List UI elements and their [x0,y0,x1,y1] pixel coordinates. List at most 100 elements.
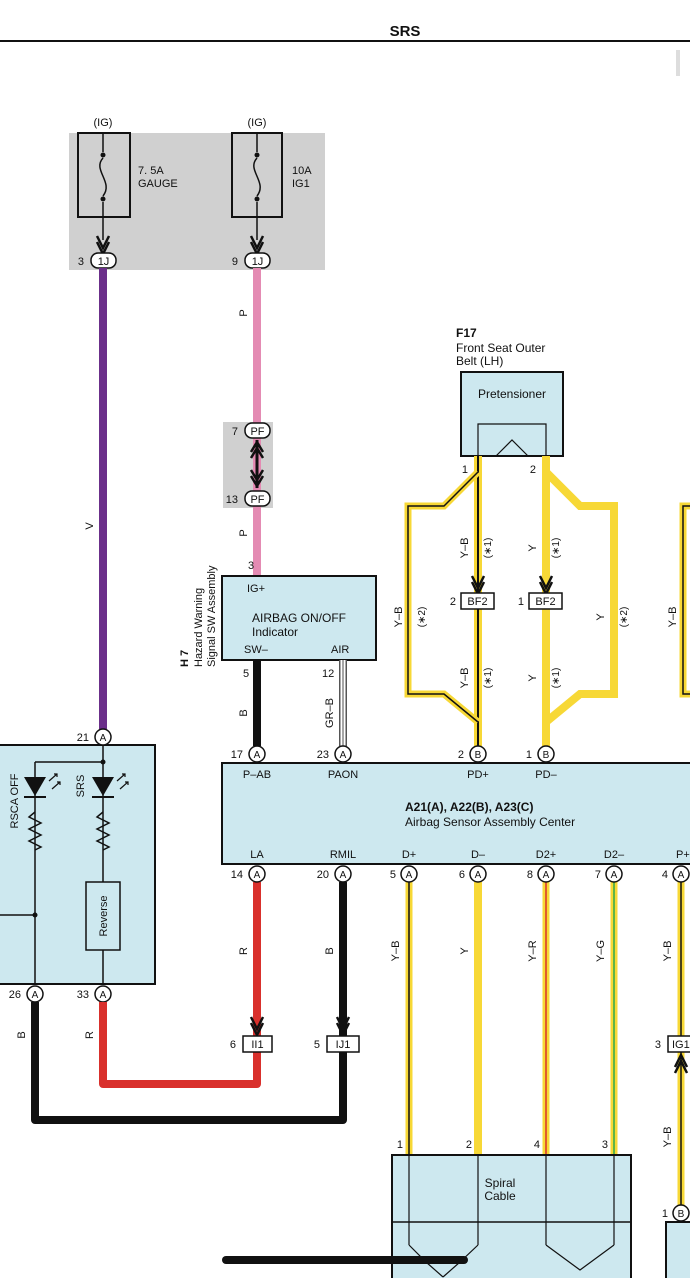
connector-label: A [543,870,550,881]
led-icon [24,777,46,796]
led-icon [92,777,114,796]
device-label: Cable [484,1189,516,1203]
connector-label: A [475,870,482,881]
pin-number: 20 [317,869,329,881]
fuse-supply-label: (IG) [248,117,267,129]
wire-red-la [99,1002,261,1088]
connector-label: BF2 [467,596,487,608]
pin-label: SW– [244,644,269,656]
connector-label: A [340,870,347,881]
pin-circle [334,745,352,763]
a21-bottom-pins: LA 14 A RMIL 20 A D+ 5 A D– 6 A D2+ 8 A … [231,849,690,883]
wire-yellow-alt [543,469,618,726]
wire-color-label: Y–B [667,607,679,628]
fuse-supply-label: (IG) [94,117,113,129]
pin-number: 5 [390,869,396,881]
pin-number: 6 [230,1039,236,1051]
fuse-block-area [69,133,325,270]
pin-circle [94,728,112,746]
connector-ig1 [667,1035,690,1053]
connector-bf2 [460,592,495,610]
partial-component [665,1221,690,1278]
arrow-up-icon [249,439,265,459]
wire-color-label: V [84,522,96,530]
connector-pf [244,422,271,439]
wire-color-label: Y–R [527,940,539,961]
connector-label: A [254,750,261,761]
pretensioner-symbol [477,423,547,457]
connector-label: IG1 [672,1039,690,1051]
pin-number: 7 [595,869,601,881]
home-indicator[interactable] [222,1256,468,1264]
wire-color-label: Y–B [393,607,405,628]
fuse-gauge: (IG) 7. 5A GAUGE [77,117,178,240]
connector-label: A [100,990,107,1001]
component-title: A21(A), A22(B), A23(C) [405,800,533,814]
fuse-ig1: (IG) 10A IG1 [231,117,312,240]
pin-number: 3 [602,1139,608,1151]
device-label: Spiral [485,1176,516,1190]
pin-circle [248,745,266,763]
pin-number: 21 [77,732,89,744]
pin-number: 3 [78,256,84,268]
note-ref: (∗1) [483,668,494,689]
component-title: Hazard Warning [193,588,205,667]
pin-number: 2 [530,464,536,476]
connector-label: A [406,870,413,881]
pin-number: 12 [322,668,334,680]
fuse-icon [99,157,107,197]
pin-circle [469,745,487,763]
connector-label: 1J [252,256,264,268]
pin-label: D2– [604,849,625,861]
component-title: Airbag Sensor Assembly Center [405,815,575,829]
connector-label: B [475,750,482,761]
pin-label: AIR [331,644,349,656]
component-title: Signal SW Assembly [206,565,218,667]
pin-label: D+ [402,849,416,861]
connector-label: PF [250,494,264,506]
pin-number: 2 [458,749,464,761]
pin-number: 5 [243,668,249,680]
pin-number: 26 [9,989,21,1001]
component-title: Belt (LH) [456,354,503,368]
gauge-panel: Reverse RSCA OFF SRS [0,744,156,985]
pin-number: 9 [232,256,238,268]
pin-number: 1 [518,596,524,608]
indicator-label: SRS [75,775,87,798]
wire-color-label: Y–B [662,941,674,962]
pin-circle [605,865,623,883]
connector-ii1 [242,1035,273,1053]
a21-top-pins: 17 A P–AB 23 A PAON 2 B PD+ 1 B PD– [231,745,558,781]
connector-label: A [254,870,261,881]
connector-label: BF2 [535,596,555,608]
component-title: Front Seat Outer [456,341,545,355]
wire-color-label: Y [527,674,539,682]
pin-label: P+ [676,849,690,861]
pin-number: 1 [662,1208,668,1220]
pin-number: 3 [655,1039,661,1051]
pin-label: D– [471,849,486,861]
wire-color-label: Y–B [459,538,471,559]
wire-color-label: Y [595,613,607,621]
wire-color-label: R [238,947,250,955]
note-ref: (∗1) [483,538,494,559]
h7-hazard-switch: 3 IG+ AIRBAG ON/OFF Indicator SW– AIR H … [179,560,377,667]
scroll-indicator [676,50,680,76]
page-title: SRS [390,23,421,40]
pin-circle [469,865,487,883]
connector-ij1 [326,1035,360,1053]
connector-label: IJ1 [336,1039,351,1051]
wire-color-label: Y–B [390,941,402,962]
pin-number: 2 [450,596,456,608]
pin-number: 5 [314,1039,320,1051]
wire-color-label: Y–G [595,940,607,962]
pin-number: 4 [534,1139,540,1151]
connector-label: B [543,750,550,761]
wire-color-label: Y [527,544,539,552]
pin-label: PD– [535,769,557,781]
pin-circle [537,865,555,883]
pin-number: 13 [226,494,238,506]
arrow-up-icon [673,1052,689,1074]
connector-label: A [340,750,347,761]
